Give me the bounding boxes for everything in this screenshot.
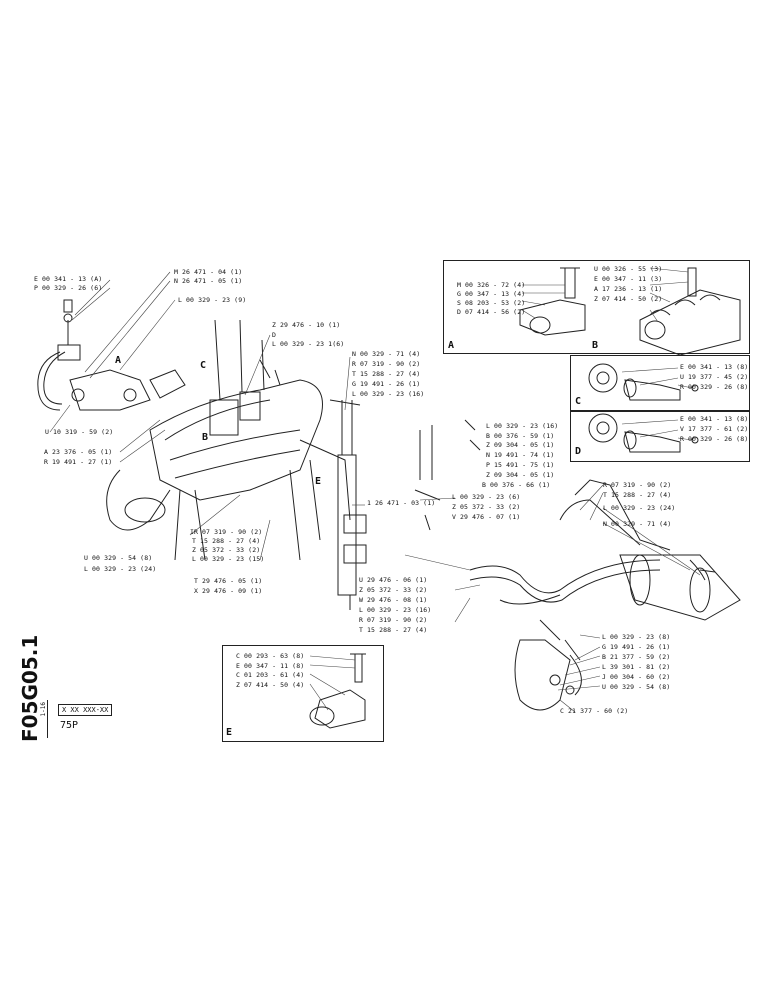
part-callout: U 00 329 - 54 (8) [84,554,153,562]
panel-label-e: E [226,727,233,738]
part-callout: T 15 288 - 27 (4) [603,491,672,499]
part-callout: L 00 329 - 23 (8) [602,633,671,641]
part-callout: E 00 341 - 13 (8) [680,415,749,423]
part-callout: Z 07 414 - 50 (2) [594,295,663,303]
view-marker-c: C [200,360,207,371]
part-callout: L 00 329 - 23 (9) [178,296,247,304]
panel-label-d: D [575,446,582,457]
panel-label-a: A [448,340,455,351]
panel-bd-frame [570,410,750,462]
part-callout: D [272,331,277,339]
main-frame-assembly [106,319,361,561]
part-callout: L 00 329 - 23 (15) [192,555,265,563]
part-callout: S 08 203 - 53 (2) [457,299,526,307]
top-left-bolt-hose-assembly [37,299,186,411]
panel-d-parts [588,413,699,453]
part-callout: Z 09 304 - 05 (1) [486,441,555,449]
part-callout: U 00 329 - 54 (8) [602,683,671,691]
part-callout: X 29 476 - 09 (1) [194,587,263,595]
part-callout: A 23 376 - 05 (1) [44,448,113,456]
part-callout: M 26 471 - 04 (1) [174,268,243,276]
part-callout: L 00 329 - 23 (16) [359,606,432,614]
part-callout: A 17 236 - 13 (1) [594,285,663,293]
part-callout: G 19 491 - 26 (1) [352,380,421,388]
part-callout: 1 26 471 - 03 (1) [367,499,436,507]
title-stamp: 1-16 X XX XXX-XX 75P [40,700,136,738]
center-pipe-assembly [414,419,481,531]
part-callout: U 00 326 - 55 (3) [594,265,663,273]
part-callout: N 19 491 - 74 (1) [486,451,555,459]
part-callout: E 00 347 - 11 (3) [594,275,663,283]
part-callout: J 00 304 - 60 (2) [602,673,671,681]
part-callout: E 00 341 - 13 (8) [680,363,749,371]
page-number: 75P [60,720,79,731]
part-callout: R 00 329 - 26 (8) [680,435,749,443]
part-callout: R 07 319 - 90 (2) [352,360,421,368]
part-callout: P 15 491 - 75 (1) [486,461,555,469]
part-callout: U 10 319 - 59 (2) [45,428,114,436]
side-mark: 1-16 [40,702,47,717]
right-hose-cylinder-assembly [469,479,741,711]
part-callout: R 19 491 - 27 (1) [44,458,113,466]
part-callout: L 00 329 - 23 (6) [452,493,521,501]
part-callout: L 00 329 - 23 (16) [486,422,559,430]
part-callout: R 07 319 - 90 (2) [603,481,672,489]
view-marker-b: B [202,432,209,443]
part-callout: R 07 319 - 90 (2) [359,616,428,624]
part-callout: G 00 347 - 13 (4) [457,290,526,298]
part-callout: N 00 329 - 71 (4) [603,520,672,528]
panel-c-parts [588,363,699,401]
panel-bc-frame [570,355,750,412]
part-callout: Z 29 476 - 10 (1) [272,321,341,329]
part-callout: L 00 329 - 23 (24) [603,504,676,512]
part-callout: M 00 326 - 72 (4) [457,281,526,289]
part-callout: T 15 288 - 27 (4) [359,626,428,634]
part-callout: T 15 288 - 27 (4) [352,370,421,378]
part-callout: C 00 293 - 63 (8) [236,652,305,660]
part-callout: Z 07 414 - 50 (4) [236,681,305,689]
part-callout: L 00 329 - 23 (24) [84,565,157,573]
part-callout: W 29 476 - 08 (1) [359,596,428,604]
leader-lines [49,267,701,713]
part-callout: C 21 377 - 60 (2) [560,707,629,715]
view-marker-a: A [115,355,122,366]
part-callout: P 00 329 - 26 (6) [34,284,103,292]
part-callout: V 17 377 - 61 (2) [680,425,749,433]
part-callout: N 00 329 - 71 (4) [352,350,421,358]
part-callout: G 19 491 - 26 (1) [602,643,671,651]
part-callout: U 19 377 - 45 (2) [680,373,749,381]
part-callout: T 29 476 - 05 (1) [194,577,263,585]
part-callout: D 07 414 - 56 (2) [457,308,526,316]
part-callout: E 00 347 - 11 (8) [236,662,305,670]
panel-e-frame [222,645,384,742]
part-callout: B 00 376 - 59 (1) [486,432,555,440]
part-callout: Z 09 304 - 05 (1) [486,471,555,479]
panel-label-b: B [592,340,599,351]
part-callout: Z 05 372 - 33 (2) [452,503,521,511]
part-number-box: X XX XXX-XX [58,704,113,716]
part-callout: Z 05 372 - 33 (2) [192,546,261,554]
part-callout: B 00 376 - 66 (1) [482,481,551,489]
part-callout: L 00 329 - 23 1(6) [272,340,345,348]
document-code: F05G05.1 [18,634,42,742]
part-callout: L 39 301 - 81 (2) [602,663,671,671]
part-callout: B 21 377 - 59 (2) [602,653,671,661]
part-callout: Z 05 372 - 33 (2) [359,586,428,594]
part-callout: R 00 329 - 26 (8) [680,383,749,391]
part-callout: T 15 288 - 27 (4) [192,537,261,545]
part-callout: L 00 329 - 23 (16) [352,390,425,398]
part-callout: C 01 203 - 61 (4) [236,671,305,679]
view-marker-e: E [315,476,322,487]
part-callout: U 29 476 - 06 (1) [359,576,428,584]
panel-label-c: C [575,396,582,407]
part-callout: E 00 341 - 13 (A) [34,275,103,283]
panel-a-parts [519,267,741,356]
part-callout: N 26 471 - 05 (1) [174,277,243,285]
part-callout: V 29 476 - 07 (1) [452,513,521,521]
panel-a-frame [443,260,750,354]
part-callout: IR 07 319 - 90 (2) [190,528,263,536]
center-column-assembly [337,400,367,610]
